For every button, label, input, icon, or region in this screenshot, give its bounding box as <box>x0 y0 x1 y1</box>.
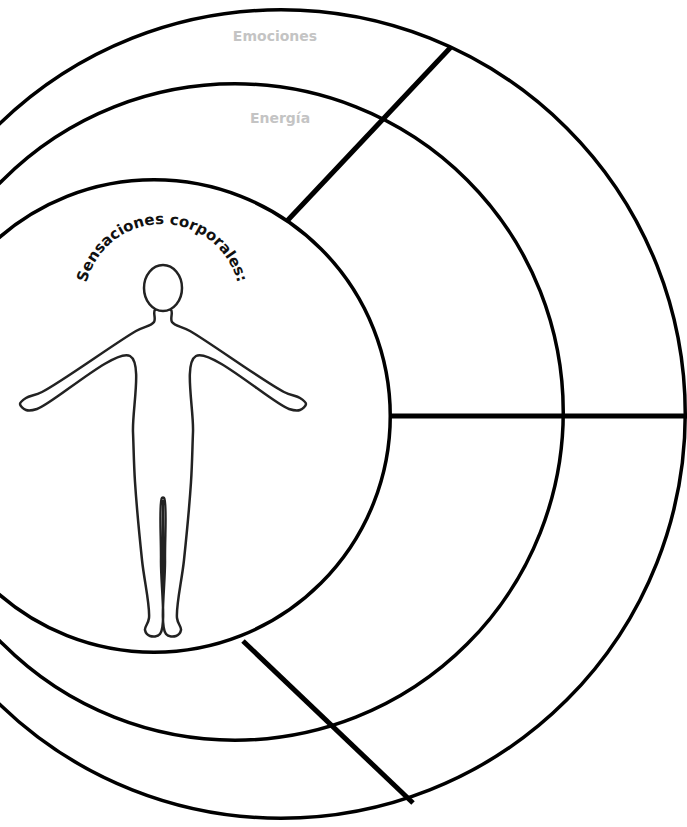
circle-border <box>0 180 390 653</box>
divider-lines <box>243 47 687 803</box>
leg-gap <box>162 500 164 600</box>
ring-label: Emociones <box>233 28 317 44</box>
circle-outline <box>0 8 687 820</box>
head-outline <box>144 265 182 311</box>
section-title: Sensaciones corporales: <box>73 210 251 284</box>
divider-line <box>287 47 451 221</box>
divider-line <box>391 414 687 419</box>
circle-border <box>0 10 685 819</box>
ring-label: Energía <box>250 110 310 126</box>
body-outline <box>20 308 306 636</box>
circle-region: Sensaciones corporales: <box>0 178 392 654</box>
circle-region: EmocionesEnergíaSensaciones corporales: <box>0 8 687 820</box>
divider-line <box>243 641 413 803</box>
circle-outline: Sensaciones corporales: <box>0 178 392 654</box>
section-title-path: Sensaciones corporales: <box>73 210 251 284</box>
circle-border <box>0 84 563 741</box>
circle-region: EnergíaSensaciones corporales: <box>0 82 565 742</box>
human-figure <box>20 265 306 637</box>
label-holder: Emociones <box>233 27 317 45</box>
label-holder: Energía <box>250 109 310 127</box>
